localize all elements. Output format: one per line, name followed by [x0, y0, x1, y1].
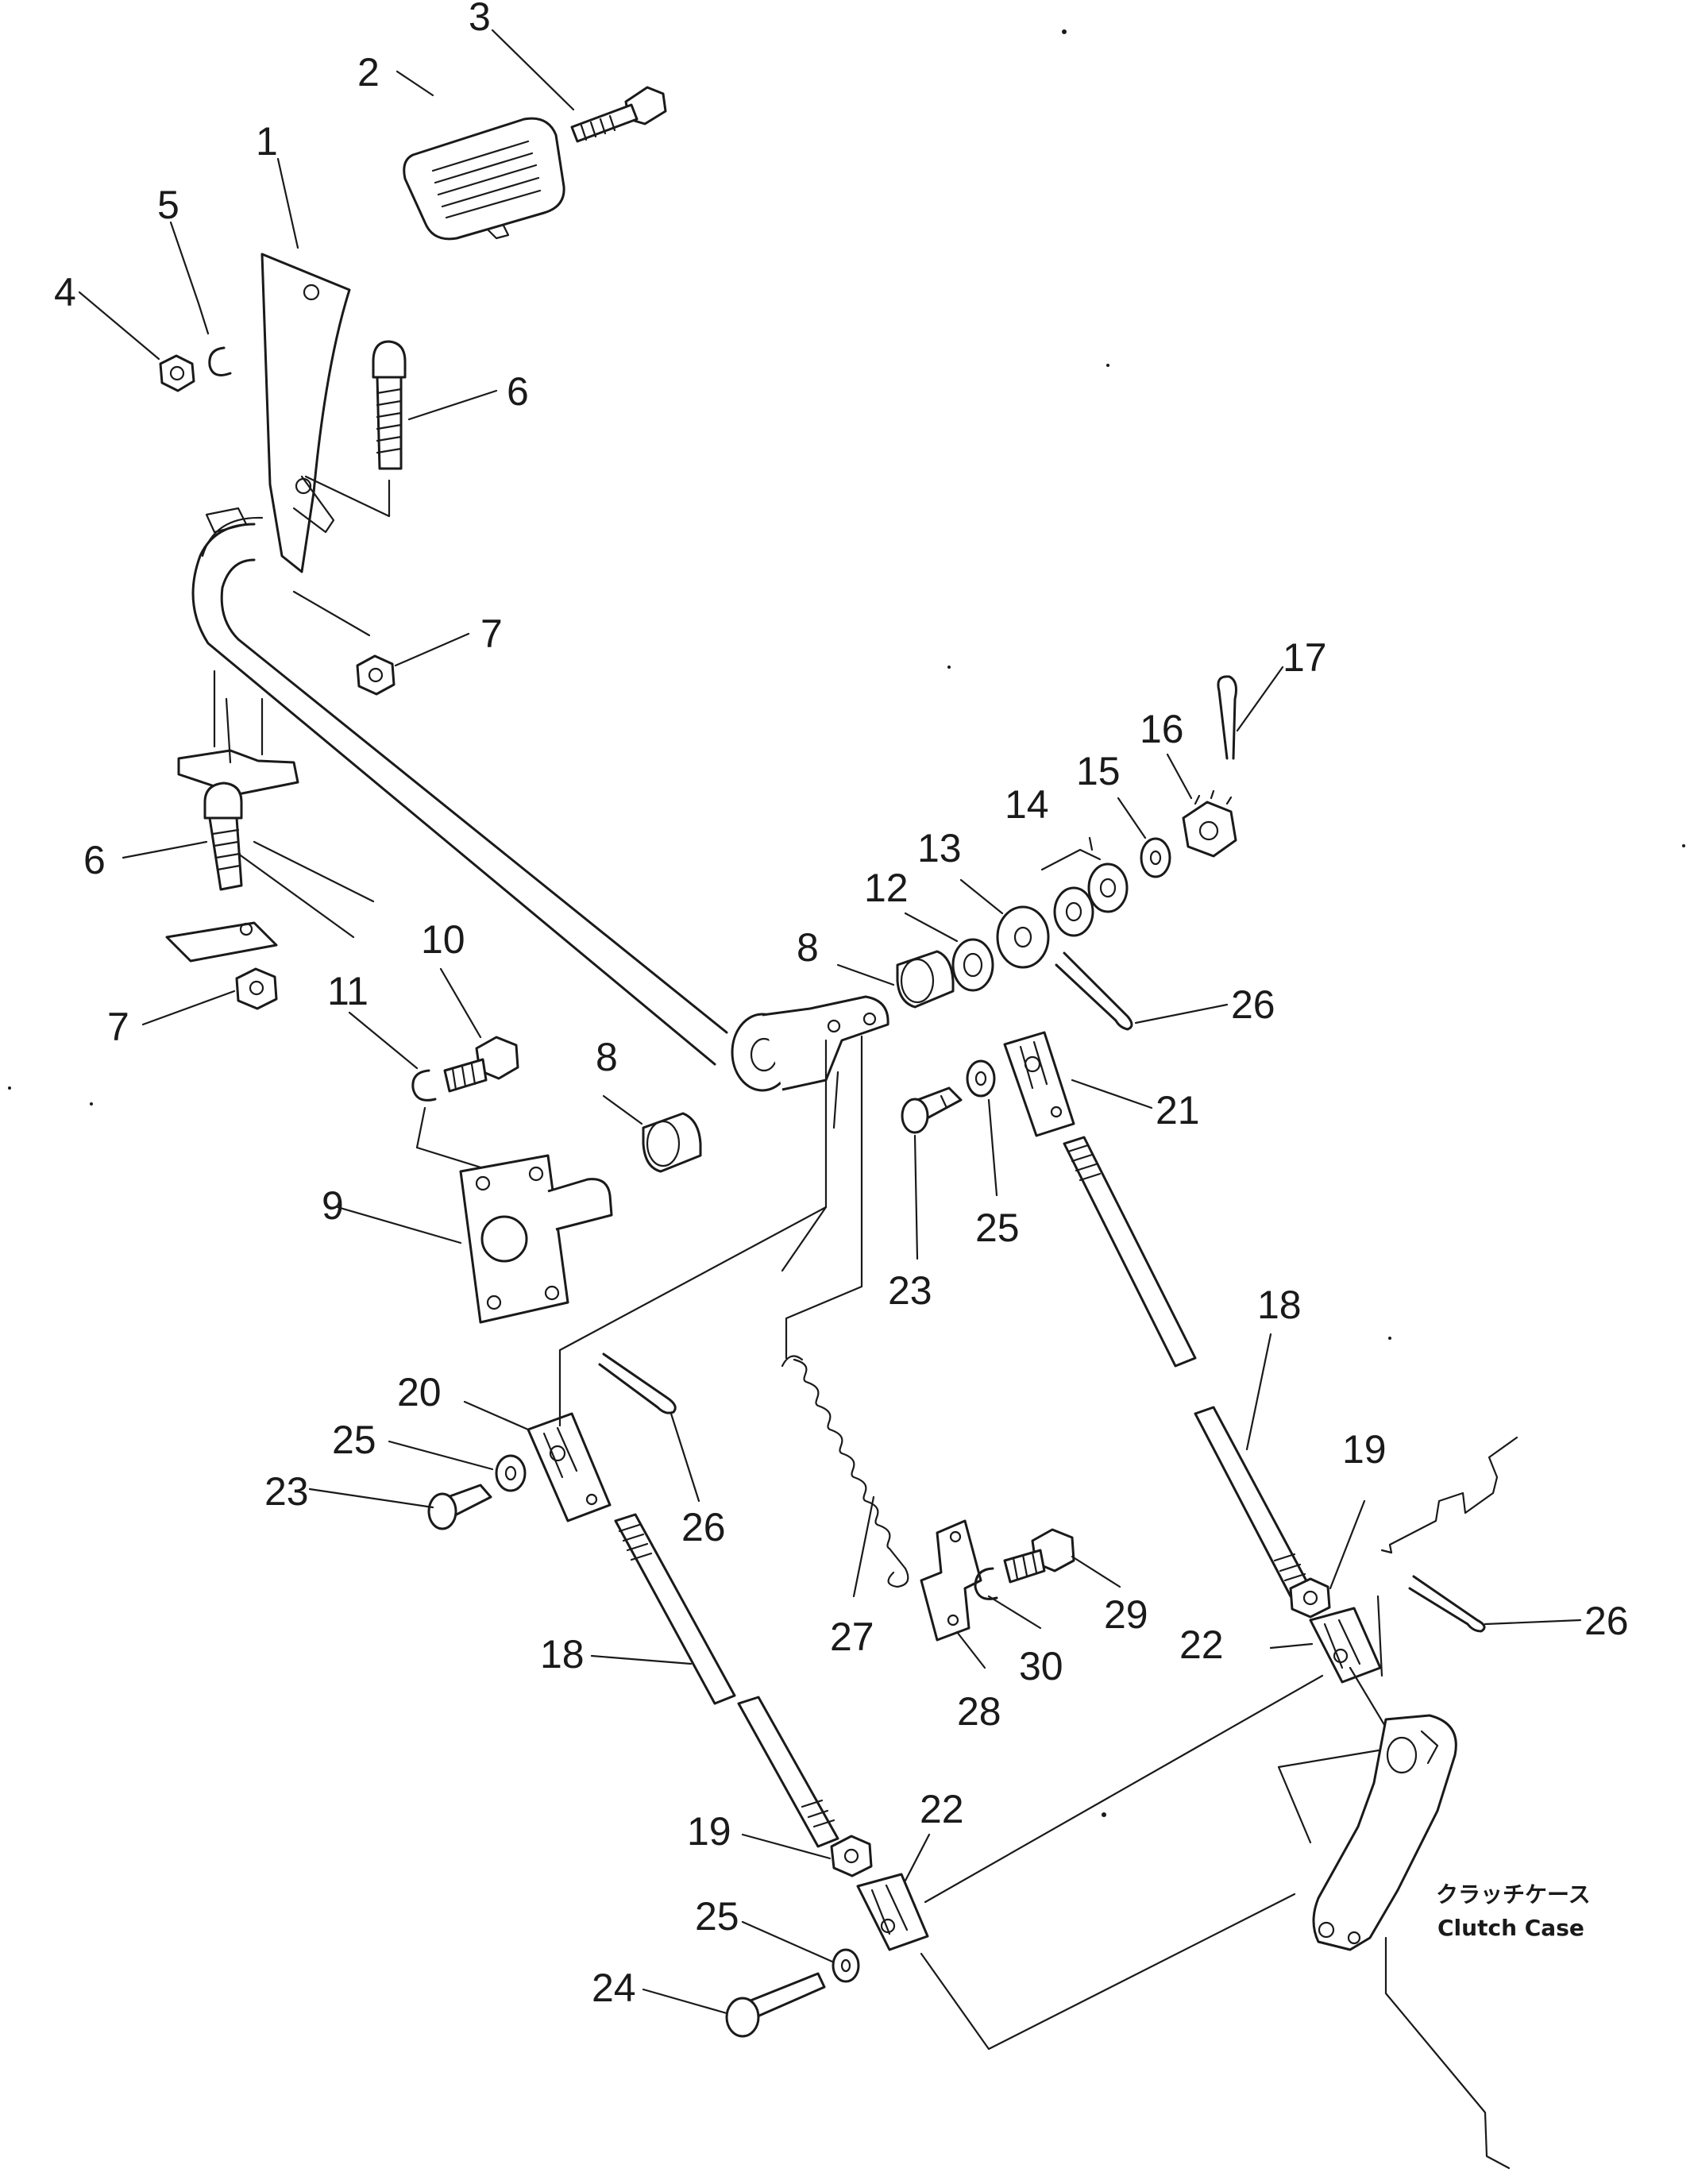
callout-26-upper: 26 — [1231, 982, 1275, 1027]
nut-19-lower — [830, 1835, 873, 1877]
snap-ring-5 — [208, 346, 232, 376]
callout-30: 30 — [1019, 1644, 1063, 1688]
nut-7-upper — [292, 590, 396, 696]
callout-26-middle: 26 — [681, 1505, 726, 1549]
callout-19-upper: 19 — [1342, 1427, 1387, 1472]
spring-washer-14 — [1040, 848, 1129, 937]
callout-27: 27 — [830, 1615, 874, 1659]
clutch-case-outline — [1380, 1436, 1518, 2170]
lower-bracket — [165, 669, 299, 963]
cotter-pin-26-right — [1408, 1575, 1486, 1633]
callout-9: 9 — [322, 1183, 344, 1228]
callout-6-upper: 6 — [507, 369, 529, 414]
flange-bracket-9 — [459, 1154, 613, 1324]
cotter-pin-26-upper — [1055, 951, 1133, 1031]
nut-19-upper — [1289, 1577, 1331, 1619]
washer-12 — [951, 938, 994, 992]
pedal-pad-bolt — [570, 86, 667, 143]
clevis-22-upper — [1309, 1607, 1382, 1684]
callout-24: 24 — [592, 1966, 636, 2010]
callout-15: 15 — [1076, 749, 1121, 793]
snap-ring-30 — [974, 1567, 998, 1600]
washer-25-left — [495, 1454, 527, 1492]
clevis-pin-23-left — [427, 1484, 492, 1530]
callout-2: 2 — [357, 50, 380, 95]
shaft-lever — [731, 995, 889, 1360]
washer-25-lower — [832, 1948, 860, 1983]
callout-21: 21 — [1156, 1088, 1200, 1133]
bolt-6-upper — [304, 340, 407, 518]
callout-26-right: 26 — [1584, 1599, 1629, 1643]
callout-8-left: 8 — [596, 1035, 618, 1079]
callout-23-upper: 23 — [888, 1268, 932, 1313]
leader-lines — [78, 29, 1582, 2015]
callout-14: 14 — [1005, 782, 1049, 827]
bushing-8-right — [896, 950, 955, 1009]
clutch-case-caption: クラッチケース Clutch Case — [1436, 1881, 1591, 1941]
spring-bracket-28 — [920, 1519, 982, 1642]
pedal-pad — [403, 117, 565, 241]
clevis-22-lower — [856, 1873, 929, 1951]
washer-15 — [1140, 837, 1171, 878]
callout-7-lower: 7 — [107, 1005, 129, 1049]
callout-16: 16 — [1140, 707, 1184, 751]
callout-22-upper: 22 — [1179, 1623, 1224, 1667]
pedal-arm — [205, 253, 351, 573]
bolt-10 — [443, 1036, 519, 1093]
washer-25-upper — [966, 1059, 996, 1098]
callout-25-lower: 25 — [695, 1894, 739, 1939]
callout-6-lower: 6 — [83, 838, 106, 882]
callout-4: 4 — [54, 270, 76, 314]
callout-7-upper: 7 — [480, 612, 503, 656]
nut-4 — [159, 354, 195, 392]
clevis-20 — [527, 1206, 828, 1522]
callout-labels: 3 2 1 5 4 6 7 6 7 10 11 8 8 9 12 13 14 1… — [54, 0, 1629, 2010]
cross-shaft — [191, 516, 728, 1066]
callout-22-lower: 22 — [920, 1787, 964, 1831]
rod-18-lower — [614, 1513, 839, 1848]
bolt-6-lower — [203, 781, 375, 939]
callout-17: 17 — [1283, 635, 1327, 680]
callout-23-left: 23 — [264, 1469, 309, 1514]
rod-18-upper — [1063, 1136, 1312, 1598]
linkage-guide-lines — [920, 1595, 1399, 2051]
callout-25-left: 25 — [332, 1418, 376, 1462]
scan-specks — [8, 29, 1685, 1817]
callout-10: 10 — [421, 917, 465, 962]
callout-1: 1 — [256, 119, 278, 164]
bushing-8-left — [642, 1112, 702, 1173]
tension-spring-27 — [781, 1355, 909, 1588]
cotter-pin-17 — [1217, 675, 1237, 760]
callout-28: 28 — [957, 1689, 1001, 1734]
caption-japanese: クラッチケース — [1436, 1881, 1591, 1908]
nut-7-lower — [235, 967, 278, 1010]
callout-19-lower: 19 — [687, 1809, 731, 1854]
caption-english: Clutch Case — [1437, 1915, 1584, 1941]
callout-5: 5 — [157, 183, 179, 227]
callout-29: 29 — [1104, 1592, 1148, 1637]
callout-13: 13 — [917, 826, 962, 870]
clutch-lever — [1312, 1714, 1457, 1951]
clevis-21 — [1003, 1031, 1075, 1137]
clevis-pin-23-upper — [901, 1086, 963, 1134]
callout-18-upper: 18 — [1257, 1283, 1302, 1327]
washer-13 — [996, 905, 1050, 969]
callout-20: 20 — [397, 1370, 442, 1414]
castle-nut-16 — [1182, 789, 1237, 858]
callout-8-right: 8 — [797, 925, 819, 970]
clevis-pin-24 — [725, 1972, 826, 2038]
bolt-29 — [1003, 1528, 1075, 1584]
callout-12: 12 — [864, 866, 909, 910]
callout-25-upper: 25 — [975, 1206, 1020, 1250]
cotter-pin-26-middle — [598, 1352, 677, 1414]
callout-11: 11 — [327, 969, 369, 1013]
callout-3: 3 — [469, 0, 491, 39]
callout-18-lower: 18 — [540, 1632, 585, 1677]
